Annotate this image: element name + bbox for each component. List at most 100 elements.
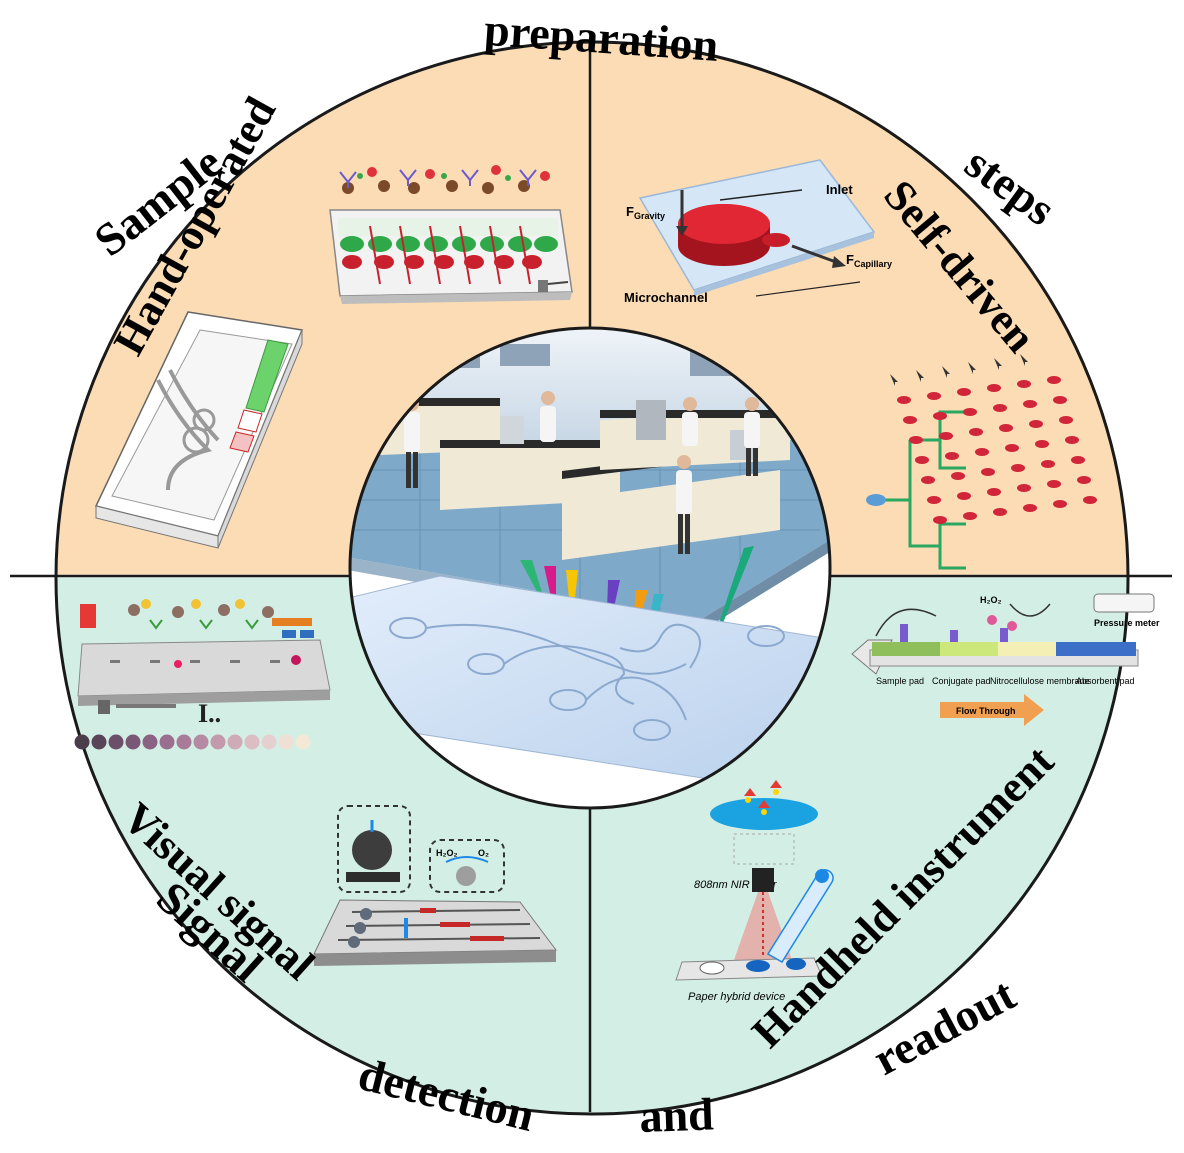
red-spot — [1077, 476, 1091, 484]
red-spot — [987, 384, 1001, 392]
self-driven-illustration: Inlet FGravity FCapillary Microchannel — [624, 159, 1097, 570]
absorbent-pad-label: Absorbent pad — [1076, 676, 1135, 686]
red-spot — [1047, 376, 1061, 384]
flow-arrow-mark — [890, 374, 898, 386]
visual-signal-illustration: I.. H₂O₂ O₂ — [74, 599, 557, 966]
red-spot — [1011, 464, 1025, 472]
red-spot — [1017, 380, 1031, 388]
red-spot — [909, 436, 923, 444]
red-spot — [975, 448, 989, 456]
red-spot — [1017, 484, 1031, 492]
red-spot — [999, 424, 1013, 432]
red-spot — [1005, 444, 1019, 452]
center-circle-border — [348, 326, 832, 810]
color-swatch — [125, 734, 141, 750]
conjugate-pad-label: Conjugate pad — [932, 676, 991, 686]
red-spot — [1053, 396, 1067, 404]
visual-h2o2: H₂O₂ — [436, 848, 458, 858]
red-spot — [933, 516, 947, 524]
nitrocellulose-label: Nitrocellulose membrane — [990, 676, 1090, 686]
red-spot — [1041, 460, 1055, 468]
flow-arrow-mark — [916, 370, 924, 382]
sample-pad-label: Sample pad — [876, 676, 924, 686]
visual-chip — [77, 639, 331, 697]
catalase-inset — [429, 839, 505, 893]
color-swatch — [159, 734, 175, 750]
pressure-meter-label: Pressure meter — [1094, 618, 1160, 628]
red-spot — [939, 432, 953, 440]
microchannel-label: Microchannel — [624, 290, 708, 305]
antibody-row — [339, 165, 550, 194]
pressure-meter — [1093, 593, 1155, 613]
red-spot — [1023, 400, 1037, 408]
red-spot — [1047, 480, 1061, 488]
f-capillary-label: FCapillary — [846, 252, 892, 269]
color-swatch — [278, 734, 294, 750]
red-spot — [963, 512, 977, 520]
red-spot — [963, 408, 977, 416]
lfa-h2o2: H₂O₂ — [980, 595, 1002, 605]
red-spot — [945, 452, 959, 460]
color-swatch — [91, 734, 107, 750]
f-gravity-label: FGravity — [626, 204, 665, 221]
red-spot — [933, 412, 947, 420]
flow-arrow — [940, 694, 1044, 726]
red-spot — [927, 392, 941, 400]
svg-text:I..: I.. — [198, 699, 221, 728]
color-swatch — [295, 734, 311, 750]
hand-operated-illustration — [94, 165, 573, 549]
flow-arrow-mark — [942, 366, 950, 378]
red-spot — [1029, 420, 1043, 428]
color-swatch — [227, 734, 243, 750]
thermometer — [766, 869, 834, 964]
color-swatch — [261, 734, 277, 750]
device-label: Paper hybrid device — [688, 991, 785, 1003]
cartridge-3d — [94, 311, 304, 549]
red-spot — [969, 428, 983, 436]
red-spot — [903, 416, 917, 424]
red-spot — [981, 468, 995, 476]
flow-arrow-mark — [994, 358, 1002, 370]
red-spot — [1035, 440, 1049, 448]
label-and: and — [639, 1088, 715, 1142]
red-spot — [1083, 496, 1097, 504]
color-swatch — [244, 734, 260, 750]
lab-workers — [404, 391, 760, 554]
red-spot — [987, 488, 1001, 496]
chip-array — [329, 209, 573, 304]
outer-circle — [54, 40, 1130, 1116]
color-swatch — [108, 734, 124, 750]
red-spot — [951, 472, 965, 480]
red-spot — [1053, 500, 1067, 508]
red-spot — [1071, 456, 1085, 464]
nir-laser — [752, 868, 774, 892]
red-spot — [1023, 504, 1037, 512]
red-spot — [927, 496, 941, 504]
red-spot — [957, 492, 971, 500]
center-lab-scene — [348, 326, 832, 810]
reagent-row — [80, 599, 314, 638]
flow-arrow-mark — [968, 362, 976, 374]
red-spot — [1059, 416, 1073, 424]
red-spot — [993, 508, 1007, 516]
color-chart — [74, 734, 311, 750]
red-spot — [957, 388, 971, 396]
color-swatch — [176, 734, 192, 750]
color-swatch — [210, 734, 226, 750]
flow-through-label: Flow Through — [956, 706, 1015, 716]
red-spot — [897, 396, 911, 404]
handheld-illustration: H₂O₂ Pressure meter Sample pad Conjugate… — [675, 593, 1160, 1003]
inlet-label: Inlet — [826, 182, 853, 197]
red-spot — [1065, 436, 1079, 444]
red-spot — [915, 456, 929, 464]
visual-o2: O₂ — [478, 848, 489, 858]
color-swatch — [193, 734, 209, 750]
dendritic-channels — [866, 354, 1097, 570]
tip-inset — [337, 805, 411, 893]
color-swatch — [142, 734, 158, 750]
red-spot — [993, 404, 1007, 412]
color-swatch — [74, 734, 90, 750]
flow-arrow-mark — [1020, 354, 1028, 366]
red-spot — [921, 476, 935, 484]
